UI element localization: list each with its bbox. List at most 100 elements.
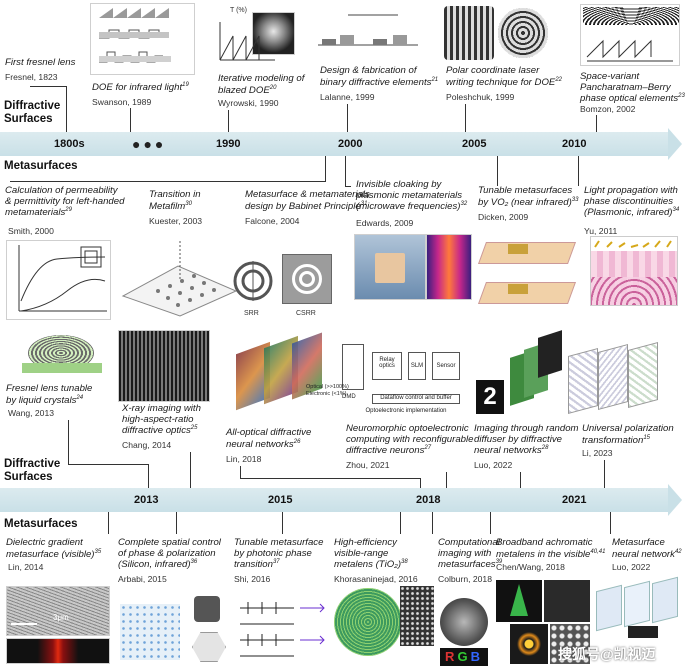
connector <box>68 420 69 464</box>
yu-author: Yu, 2011 <box>584 226 618 236</box>
silicon-pillar-array-image <box>120 596 230 666</box>
zhou-author: Zhou, 2021 <box>346 460 390 470</box>
year-2021: 2021 <box>562 494 587 506</box>
year-2010: 2010 <box>562 138 587 150</box>
metalens-image <box>334 588 402 656</box>
srr-diagram <box>233 261 273 301</box>
dielectric-grating-sem-image: 3μm <box>6 586 110 636</box>
xray-diffractive-optics-image <box>118 330 210 402</box>
connector <box>497 156 498 186</box>
binary-element-diagram <box>318 14 418 46</box>
profile-plots <box>99 8 171 63</box>
slm-box: SLM <box>408 352 426 380</box>
dicken-author: Dicken, 2009 <box>478 212 529 222</box>
metasurfaces-label-2: Metasurfaces <box>4 518 78 530</box>
phase-gradient-image <box>590 236 678 306</box>
connector <box>446 472 447 488</box>
connector <box>130 108 131 132</box>
srr-label: SRR <box>244 310 259 317</box>
scale-bar-label: 3μm <box>53 613 69 622</box>
dielectric-spectrum-image <box>6 638 110 664</box>
year-2018: 2018 <box>416 494 441 506</box>
connector <box>240 478 420 479</box>
connector <box>282 512 283 534</box>
year-1800s: 1800s <box>54 138 85 150</box>
year-1990: 1990 <box>216 138 241 150</box>
connector <box>347 104 348 132</box>
doe-infrared-title: DOE for infrared light19 <box>92 82 189 94</box>
polar-laser-writing-image <box>444 6 548 60</box>
cloaking-field-image <box>426 234 472 300</box>
timeline-band-1 <box>0 128 682 160</box>
edwards-author: Edwards, 2009 <box>356 218 414 228</box>
connector <box>10 181 326 182</box>
lin-2014-author: Lin, 2014 <box>8 562 44 572</box>
colburn-author: Colburn, 2018 <box>438 574 492 584</box>
poleshchuk-author: Poleshchuk, 1999 <box>446 92 515 102</box>
achromatic-plant-image <box>544 580 590 622</box>
csrr-diagram <box>282 254 332 304</box>
chang-author: Chang, 2014 <box>122 440 172 450</box>
luo-2022-top-author: Luo, 2022 <box>474 460 513 470</box>
csrr-label: CSRR <box>296 310 316 317</box>
chen-wang-author: Chen/Wang, 2018 <box>496 562 565 572</box>
relay-optics-box: Relay optics <box>372 352 402 380</box>
lin-2018-author: Lin, 2018 <box>226 454 262 464</box>
connector <box>432 512 433 534</box>
connector <box>228 110 229 132</box>
dmd-label: DMD <box>342 394 356 400</box>
tio2-sem-image <box>400 586 434 646</box>
metasurface-nn-layers-image <box>592 576 682 640</box>
phase-transition-diagram <box>240 602 325 657</box>
achromatic-sem-image <box>550 624 590 664</box>
khorasaninejad-author: Khorasaninejad, 2016 <box>334 574 418 584</box>
vo2-device-image <box>477 232 578 322</box>
connector <box>604 460 605 488</box>
dataflow-box: Dataflow control and buffer <box>372 394 460 404</box>
connector <box>108 512 109 534</box>
achromatic-beam-image <box>496 580 542 622</box>
fresnel-author: Fresnel, 1823 <box>5 72 58 82</box>
connector <box>596 115 597 132</box>
connector <box>345 156 346 186</box>
dispersion-plot-image <box>6 240 111 320</box>
wyrowski-author: Wyrowski, 1990 <box>218 98 279 108</box>
rgb-letters-image: RGB <box>440 648 488 666</box>
connector <box>176 512 177 534</box>
polarization-layers-image <box>560 341 680 416</box>
connector <box>520 472 521 488</box>
arbabi-author: Arbabi, 2015 <box>118 574 167 584</box>
pb-phase-element-image <box>580 4 680 66</box>
smith-author: Smith, 2000 <box>8 226 54 236</box>
sawtooth-plot <box>219 22 275 61</box>
connector <box>240 466 241 478</box>
sensor-box: Sensor <box>432 352 460 380</box>
shi-author: Shi, 2016 <box>234 574 271 584</box>
opto-impl-label: Optoelectronic implementation <box>365 408 447 414</box>
kuester-author: Kuester, 2003 <box>149 216 203 226</box>
connector <box>30 86 66 87</box>
connector <box>190 452 191 488</box>
li-author: Li, 2023 <box>582 448 613 458</box>
luo-2022-bottom-author: Luo, 2022 <box>612 562 651 572</box>
connector <box>490 512 491 534</box>
falcone-author: Falcone, 2004 <box>245 216 300 226</box>
bomzon-author: Bomzon, 2002 <box>580 104 636 114</box>
doe-infrared-profile-image <box>90 3 195 75</box>
metafilm-array-image <box>118 236 238 317</box>
connector <box>66 86 67 132</box>
year-2005: 2005 <box>462 138 487 150</box>
cloaking-simulation-image <box>354 234 426 300</box>
